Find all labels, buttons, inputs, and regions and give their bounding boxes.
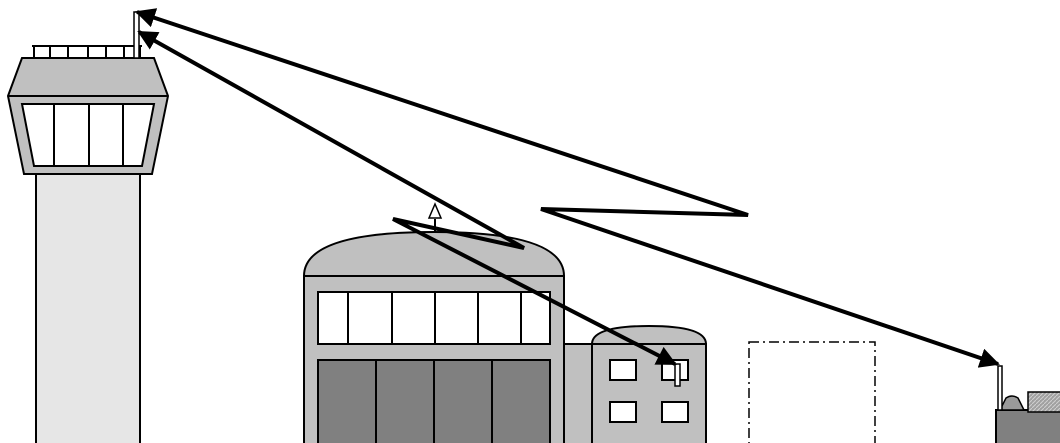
- annex-window: [610, 360, 636, 380]
- antenna-icon: [134, 12, 139, 58]
- vehicle-cab: [1000, 396, 1024, 410]
- vehicle-body: [996, 410, 1060, 443]
- antenna-icon: [675, 364, 680, 386]
- antenna-icon: [998, 366, 1002, 410]
- link-tower-to-vehicle: [137, 12, 998, 364]
- annex-window: [662, 402, 688, 422]
- vehicle: [996, 366, 1060, 443]
- vehicle-cargo: [1028, 392, 1060, 412]
- reserved-zone: [749, 342, 875, 443]
- annex-wall: [592, 344, 706, 443]
- mast-arrow-icon: [429, 204, 441, 218]
- annex-building: [592, 326, 706, 443]
- control-tower: [8, 12, 168, 443]
- hangar-connector: [564, 344, 594, 443]
- annex-window: [610, 402, 636, 422]
- tower-roof-railing: [32, 46, 142, 58]
- tower-shaft: [36, 174, 140, 443]
